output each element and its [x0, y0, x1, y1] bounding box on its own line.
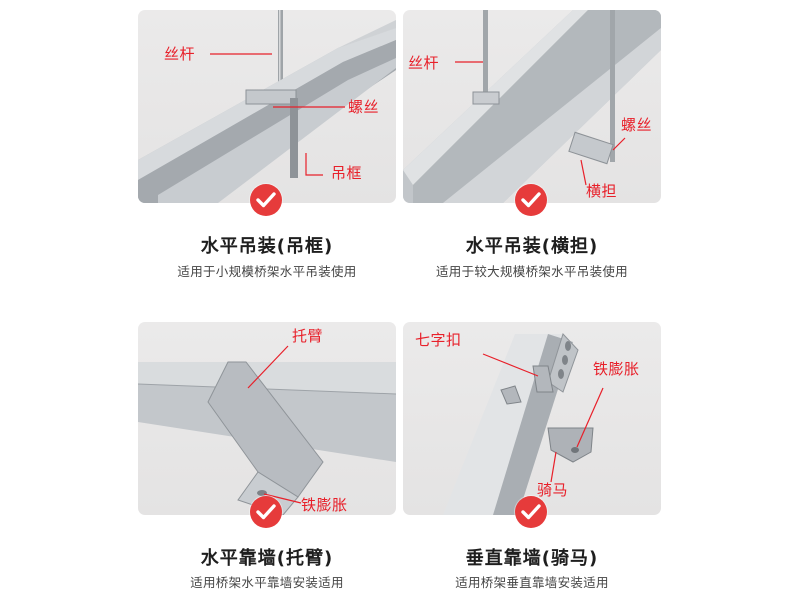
cable-tray-photo-hanging-frame: 丝杆 螺丝 吊框: [138, 10, 396, 203]
callout-seven-clip: 七字扣: [415, 331, 462, 349]
callout-saddle: 骑马: [537, 481, 569, 499]
cable-tray-photo-saddle: 七字扣 铁膨胀 骑马: [403, 322, 661, 515]
callout-screw: 螺丝: [621, 116, 653, 134]
callout-threaded-rod: 丝杆: [408, 54, 440, 72]
callout-expansion-bolt: 铁膨胀: [301, 496, 348, 514]
callout-expansion-bolt: 铁膨胀: [593, 360, 640, 378]
callout-bracket-arm: 托臂: [292, 327, 324, 345]
cable-tray-illustration: [443, 333, 604, 515]
panel-title: 水平吊装(吊框): [200, 236, 334, 257]
check-icon: [250, 496, 282, 528]
cable-tray-illustration: [403, 10, 661, 203]
panel-subtitle: 适用于小规模桥架水平吊装使用: [177, 264, 357, 279]
callout-threaded-rod: 丝杆: [164, 45, 196, 63]
cable-tray-photo-bracket-arm: 托臂 铁膨胀: [138, 322, 396, 515]
callout-crossarm: 横担: [586, 182, 618, 200]
callout-screw: 螺丝: [348, 98, 380, 116]
panel-title: 垂直靠墙(骑马): [465, 548, 599, 569]
cable-tray-illustration: [138, 10, 396, 203]
check-icon: [515, 496, 547, 528]
panel-title: 水平吊装(横担): [465, 236, 599, 257]
callout-hanging-frame: 吊框: [331, 164, 363, 182]
panel-subtitle: 适用于较大规模桥架水平吊装使用: [435, 264, 628, 279]
panel-subtitle: 适用桥架垂直靠墙安装适用: [455, 575, 609, 590]
check-icon: [515, 184, 547, 216]
cable-tray-illustration: [138, 345, 396, 515]
panel-subtitle: 适用桥架水平靠墙安装适用: [190, 575, 344, 590]
panel-title: 水平靠墙(托臂): [200, 548, 334, 569]
cable-tray-photo-crossarm: 丝杆 螺丝 横担: [403, 10, 661, 203]
check-icon: [250, 184, 282, 216]
